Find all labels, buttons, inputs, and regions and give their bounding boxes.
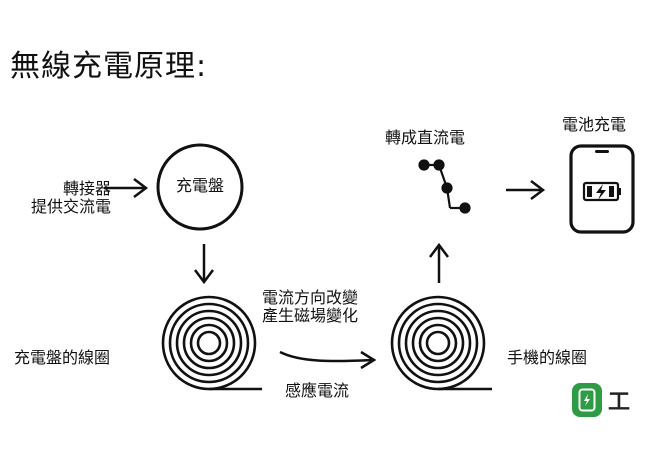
arrow-adapter-to-pad (104, 178, 149, 198)
adapter-label: 轉接器 提供交流電 (18, 179, 111, 217)
brand-text: 工 (608, 390, 631, 415)
field-change-line2: 產生磁場變化 (261, 306, 358, 326)
battery-charge-label: 電池充電 (562, 115, 627, 134)
diagram-title: 無線充電原理: (10, 49, 208, 84)
charging-pad-label: 充電盤 (175, 176, 224, 195)
arrow-pad-to-coil (194, 244, 214, 285)
pad-coil-label: 充電盤的線圈 (14, 348, 111, 367)
charging-pad-circle (156, 143, 244, 231)
field-change-line1: 電流方向改變 (261, 288, 358, 307)
arrow-coil-to-rectifier (429, 242, 449, 283)
phone-coil-icon (390, 295, 492, 391)
induced-current-label: 感應電流 (284, 381, 349, 400)
arrow-induction (279, 350, 377, 370)
rectify-label: 轉成直流電 (385, 128, 466, 147)
phone-battery-icon (569, 144, 635, 234)
brand-logo: 工 (572, 383, 630, 417)
rectifier-switch-icon (418, 159, 471, 214)
phone-logo-icon (572, 383, 602, 417)
pad-coil-icon (161, 295, 262, 391)
field-change-label: 電流方向改變 產生磁場變化 (250, 288, 370, 326)
arrow-rectifier-to-phone (506, 180, 546, 200)
adapter-label-line1: 轉接器 (62, 179, 111, 198)
adapter-label-line2: 提供交流電 (30, 197, 111, 217)
phone-coil-label: 手機的線圈 (507, 348, 588, 367)
